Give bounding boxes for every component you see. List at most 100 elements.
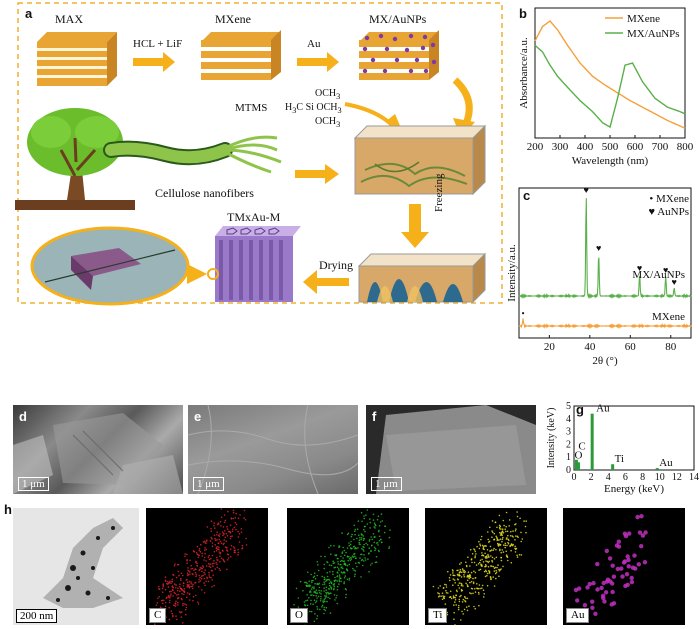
map-dot — [182, 604, 184, 607]
map-dot — [330, 587, 333, 589]
map-dot — [371, 538, 374, 541]
map-dot — [230, 555, 232, 558]
map-dot — [355, 547, 358, 550]
map-dot — [307, 571, 309, 574]
map-dot — [468, 605, 470, 607]
map-dot — [443, 597, 445, 600]
map-dot — [460, 619, 462, 621]
map-dot — [498, 575, 500, 578]
map-dot — [576, 586, 582, 591]
map-dot — [492, 549, 494, 551]
map-dot — [476, 587, 479, 590]
map-dot — [498, 570, 501, 572]
map-dot — [519, 517, 521, 520]
peak-marker: ♥ — [663, 265, 668, 275]
series-label-1: MXene — [652, 311, 685, 323]
map-dot — [229, 548, 232, 550]
map-dot — [323, 590, 325, 592]
map-dot — [208, 574, 210, 576]
map-dot — [462, 571, 465, 573]
map-dot — [175, 615, 177, 617]
map-dot — [465, 606, 468, 608]
map-dot — [501, 534, 503, 537]
eds-map-au: Au — [563, 508, 685, 625]
map-dot — [380, 513, 383, 515]
map-dot — [496, 536, 498, 539]
map-dot — [169, 597, 171, 599]
map-dot — [341, 552, 343, 555]
map-dot — [442, 587, 445, 589]
map-dot — [504, 546, 506, 549]
map-dot — [190, 583, 192, 585]
map-dot — [186, 592, 189, 594]
y-axis-label: Intensity (keV) — [546, 408, 557, 469]
map-dot — [460, 584, 463, 587]
map-dot — [341, 551, 344, 553]
map-dot — [213, 522, 215, 524]
map-dot — [213, 550, 216, 553]
map-dot — [494, 572, 497, 575]
map-dot — [448, 576, 451, 579]
map-dot — [467, 571, 470, 573]
map-dot — [478, 604, 480, 607]
map-dot — [180, 616, 183, 618]
map-dot — [463, 575, 466, 578]
map-dot — [321, 575, 323, 578]
map-dot — [363, 517, 366, 520]
map-dot — [510, 549, 512, 552]
map-dot — [326, 600, 328, 603]
map-dot — [210, 536, 213, 539]
map-dot — [227, 530, 230, 533]
map-dot — [458, 600, 461, 603]
map-dot — [189, 571, 191, 573]
peak-bar-2 — [590, 413, 594, 470]
map-dot — [178, 586, 181, 588]
tem-texture — [43, 518, 123, 608]
map-dot — [590, 599, 595, 604]
map-dot — [477, 591, 480, 594]
map-dot — [368, 571, 370, 573]
map-dot — [442, 595, 444, 597]
max-block-icon — [37, 32, 117, 86]
map-dot — [339, 577, 341, 580]
map-dot — [469, 592, 471, 594]
map-dot — [508, 519, 511, 521]
map-dot — [205, 542, 207, 545]
map-dot — [327, 578, 330, 581]
map-dot — [186, 586, 188, 588]
map-dot — [454, 582, 456, 584]
map-dot — [582, 603, 588, 608]
map-dot — [190, 581, 192, 583]
map-dot — [226, 550, 229, 552]
arrow-icon — [295, 164, 339, 184]
map-dot — [162, 599, 165, 602]
map-dot — [176, 597, 179, 600]
map-dot — [213, 584, 215, 587]
map-dot — [432, 585, 435, 588]
map-dot — [369, 521, 372, 524]
map-dot — [187, 567, 189, 569]
map-dot — [476, 583, 478, 585]
map-dot — [485, 545, 487, 547]
map-dot — [323, 576, 326, 579]
arrow-icon — [297, 52, 339, 72]
map-dot — [184, 555, 186, 557]
map-dot — [329, 571, 331, 573]
x-axis-label: 2θ (°) — [592, 355, 618, 367]
map-dot — [493, 567, 496, 569]
map-dot — [305, 581, 307, 584]
map-dot — [315, 592, 317, 594]
map-dot — [601, 580, 606, 586]
map-dot — [350, 558, 353, 560]
map-dot — [306, 582, 308, 585]
map-dot — [332, 562, 335, 564]
map-dot — [309, 610, 311, 613]
map-dot — [308, 580, 310, 582]
map-dot — [449, 596, 452, 598]
map-dot — [297, 597, 300, 599]
map-dot — [483, 593, 485, 595]
map-dot — [495, 535, 497, 538]
panel-d-letter: d — [19, 409, 27, 424]
map-dot — [593, 611, 598, 616]
map-dot — [219, 569, 222, 572]
